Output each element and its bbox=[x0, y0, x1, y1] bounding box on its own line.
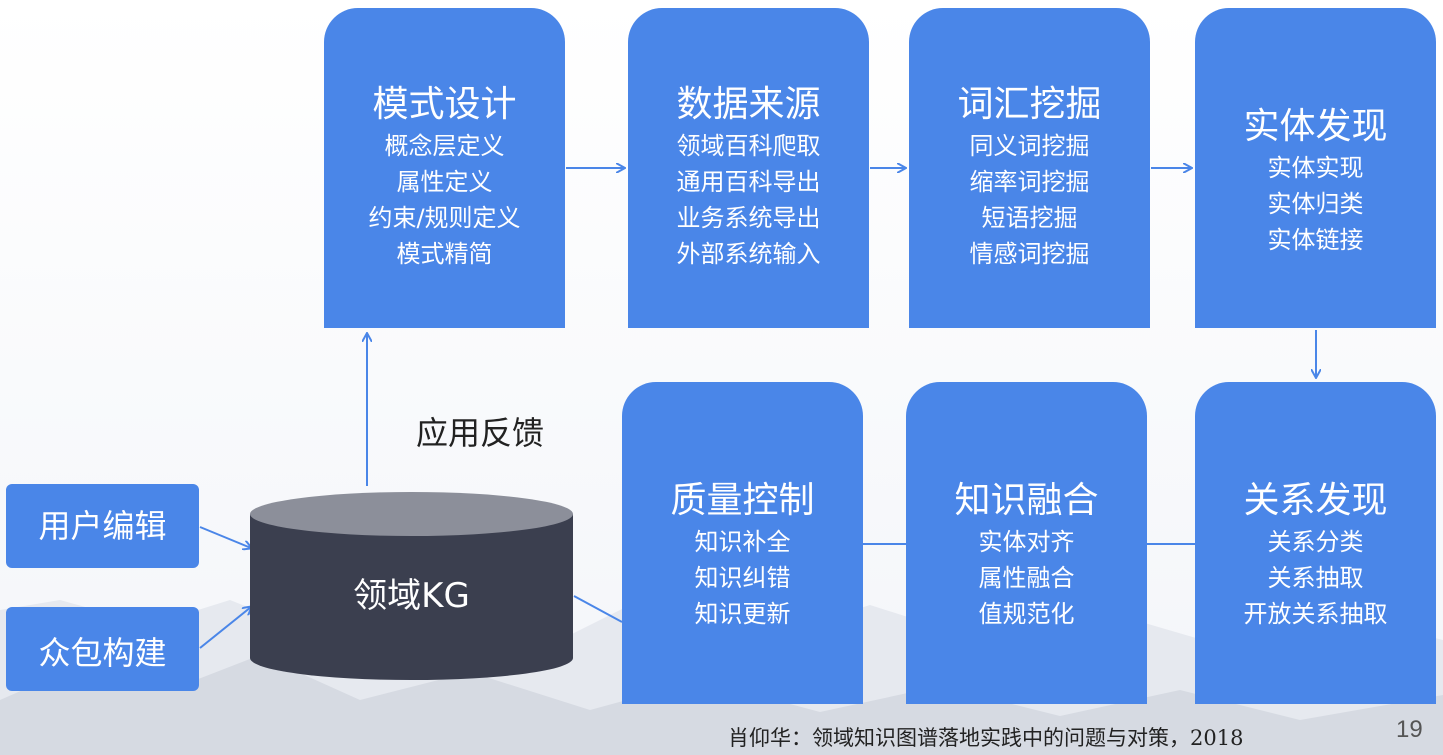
data-source-box: 数据来源 领域百科爬取 通用百科导出 业务系统导出 外部系统输入 bbox=[628, 8, 869, 328]
relation-item: 开放关系抽取 bbox=[1243, 600, 1388, 628]
source-item: 外部系统输入 bbox=[676, 240, 821, 268]
entity-item: 实体归类 bbox=[1267, 190, 1364, 218]
source-item: 通用百科导出 bbox=[676, 168, 821, 196]
quality-item: 知识更新 bbox=[694, 600, 791, 628]
lexicon-item: 缩率词挖掘 bbox=[969, 168, 1090, 196]
page-number: 19 bbox=[1396, 716, 1423, 743]
source-item: 领域百科爬取 bbox=[676, 132, 821, 160]
crowdsourcing-label: 众包构建 bbox=[38, 634, 167, 672]
quality-control-title: 质量控制 bbox=[670, 480, 815, 521]
fusion-item: 属性融合 bbox=[978, 564, 1075, 592]
schema-item: 模式精简 bbox=[396, 240, 493, 268]
relation-item: 关系分类 bbox=[1267, 528, 1364, 556]
schema-item: 概念层定义 bbox=[384, 132, 505, 160]
knowledge-fusion-title: 知识融合 bbox=[954, 480, 1099, 521]
knowledge-fusion-box: 知识融合 实体对齐 属性融合 值规范化 bbox=[906, 382, 1147, 704]
schema-design-box: 模式设计 概念层定义 属性定义 约束/规则定义 模式精简 bbox=[324, 8, 565, 328]
quality-item: 知识纠错 bbox=[694, 564, 791, 592]
source-item: 业务系统导出 bbox=[676, 204, 821, 232]
data-source-title: 数据来源 bbox=[676, 84, 821, 125]
entity-item: 实体实现 bbox=[1267, 154, 1364, 182]
lexicon-mining-box: 词汇挖掘 同义词挖掘 缩率词挖掘 短语挖掘 情感词挖掘 bbox=[909, 8, 1150, 328]
quality-item: 知识补全 bbox=[694, 528, 791, 556]
quality-control-box: 质量控制 知识补全 知识纠错 知识更新 bbox=[622, 382, 863, 704]
schema-design-title: 模式设计 bbox=[372, 84, 517, 125]
citation: 肖仰华：领域知识图谱落地实践中的问题与对策，2018 bbox=[728, 726, 1244, 750]
schema-item: 属性定义 bbox=[396, 168, 493, 196]
lexicon-item: 短语挖掘 bbox=[981, 204, 1078, 232]
relation-discovery-box: 关系发现 关系分类 关系抽取 开放关系抽取 bbox=[1195, 382, 1436, 704]
lexicon-item: 同义词挖掘 bbox=[969, 132, 1090, 160]
lexicon-mining-title: 词汇挖掘 bbox=[957, 84, 1102, 125]
kg-label: 领域KG bbox=[353, 576, 470, 616]
fusion-item: 值规范化 bbox=[978, 600, 1075, 628]
relation-discovery-title: 关系发现 bbox=[1243, 480, 1388, 521]
lexicon-item: 情感词挖掘 bbox=[969, 240, 1090, 268]
entity-item: 实体链接 bbox=[1267, 226, 1364, 254]
fusion-item: 实体对齐 bbox=[978, 528, 1075, 556]
feedback-label: 应用反馈 bbox=[416, 414, 545, 452]
user-edit-box: 用户编辑 bbox=[6, 484, 199, 568]
entity-discovery-box: 实体发现 实体实现 实体归类 实体链接 bbox=[1195, 8, 1436, 328]
relation-item: 关系抽取 bbox=[1267, 564, 1364, 592]
user-edit-label: 用户编辑 bbox=[38, 507, 167, 545]
crowdsourcing-box: 众包构建 bbox=[6, 607, 199, 691]
schema-item: 约束/规则定义 bbox=[368, 204, 521, 232]
entity-discovery-title: 实体发现 bbox=[1243, 106, 1388, 147]
